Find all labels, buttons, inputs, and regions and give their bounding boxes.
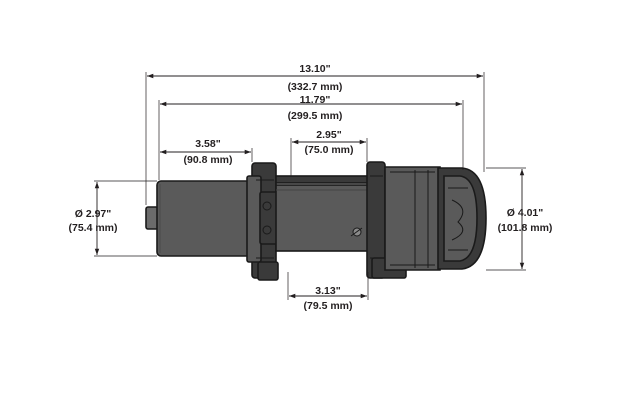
dim-base-width: 3.13" (79.5 mm): [287, 272, 369, 312]
dim-mount-length: 11.79" (299.5 mm): [158, 94, 464, 180]
dim-motor-length: 3.58" (90.8 mm): [160, 138, 253, 166]
base-width-inches: 3.13": [315, 285, 340, 297]
dim-drum-length: 2.95" (75.0 mm): [290, 129, 368, 176]
clutch-end-cap: [437, 167, 487, 270]
drum-length-inches: 2.95": [316, 129, 341, 141]
dim-overall-length: 13.10" (332.7 mm): [145, 63, 485, 205]
height-mm: (101.8 mm): [498, 222, 553, 234]
drum-length-mm: (75.0 mm): [304, 144, 353, 156]
tie-bar: [275, 175, 369, 184]
height-inches: Ø 4.01": [507, 207, 544, 219]
motor-diameter-mm: (75.4 mm): [68, 222, 117, 234]
mount-length-inches: 11.79": [300, 94, 331, 106]
motor-housing: [156, 180, 251, 257]
cable-drum: [275, 184, 369, 252]
dim-height: Ø 4.01" (101.8 mm): [486, 167, 553, 271]
motor-end-bracket: [246, 162, 279, 281]
gearbox-housing: [384, 166, 441, 271]
mount-length-mm: (299.5 mm): [288, 110, 343, 122]
motor-length-inches: 3.58": [195, 138, 220, 150]
dim-motor-diameter: Ø 2.97" (75.4 mm): [68, 180, 157, 257]
overall-length-mm: (332.7 mm): [288, 81, 343, 93]
motor-diameter-inches: Ø 2.97": [75, 208, 112, 220]
base-width-mm: (79.5 mm): [303, 300, 352, 312]
winch-illustration: [145, 161, 487, 281]
motor-length-mm: (90.8 mm): [183, 154, 232, 166]
overall-length-inches: 13.10": [299, 63, 330, 75]
